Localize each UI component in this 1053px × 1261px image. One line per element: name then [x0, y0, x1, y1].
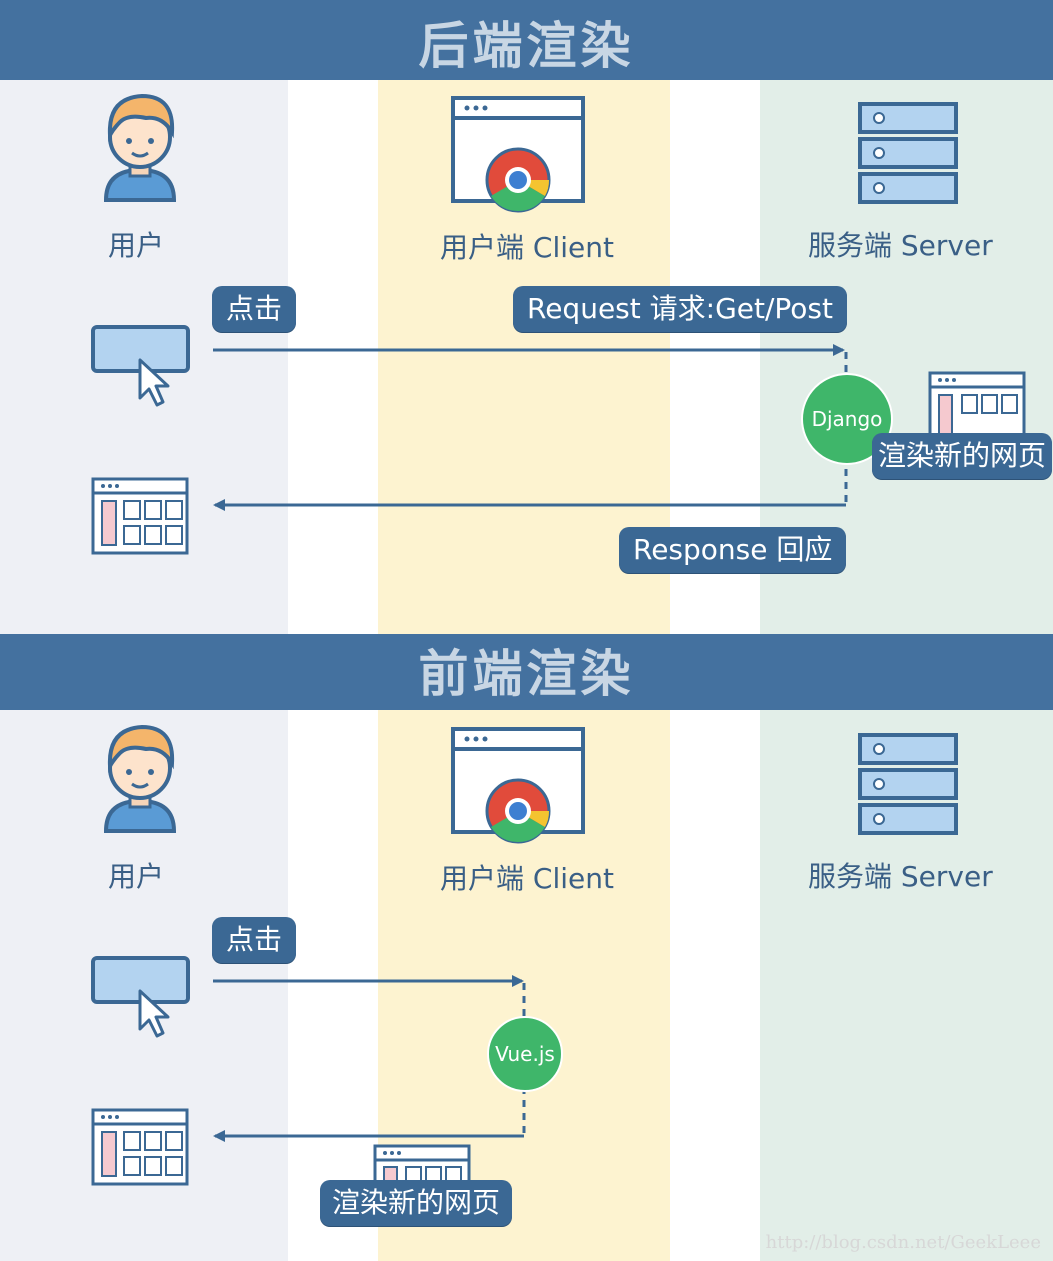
render-tag: 渲染新的网页	[320, 1180, 513, 1226]
client-lane-label: 用户端 Client	[440, 862, 614, 895]
click-cursor-icon	[91, 956, 190, 1038]
vuejs-node: Vue.js	[487, 1016, 563, 1092]
panel-title: 前端渲染	[418, 645, 635, 703]
panel-title: 后端渲染	[418, 17, 635, 75]
watermark-url: http://blog.csdn.net/GeekLeee	[765, 1232, 1041, 1253]
diagram-graphics	[91, 724, 958, 1208]
browser-chrome-icon	[451, 96, 585, 213]
webpage-icon	[91, 1108, 189, 1186]
user-avatar-icon	[103, 724, 177, 833]
server-lane-label: 服务端 Server	[808, 229, 993, 262]
render-tag: 渲染新的网页	[872, 433, 1053, 479]
user-lane-label: 用户	[108, 860, 165, 893]
user-lane-label: 用户	[108, 229, 165, 262]
server-stack-icon	[858, 733, 958, 835]
webpage-icon	[91, 477, 189, 555]
click-tag: 点击	[212, 286, 297, 332]
backend-rendering-panel: 后端渲染	[0, 0, 1053, 634]
server-stack-icon	[858, 102, 958, 204]
frontend-rendering-panel: 前端渲染	[0, 634, 1053, 1261]
server-lane	[760, 710, 1053, 1261]
request-tag: Request 请求:Get/Post	[513, 286, 847, 332]
title-bar: 前端渲染	[0, 634, 1053, 710]
browser-chrome-icon	[451, 727, 585, 844]
django-node: Django	[801, 373, 893, 465]
response-tag: Response 回应	[619, 527, 847, 573]
click-cursor-icon	[91, 325, 190, 407]
title-bar: 后端渲染	[0, 0, 1053, 80]
client-lane-label: 用户端 Client	[440, 231, 614, 264]
click-tag: 点击	[212, 917, 297, 963]
server-lane-label: 服务端 Server	[808, 860, 993, 893]
user-avatar-icon	[103, 93, 177, 202]
